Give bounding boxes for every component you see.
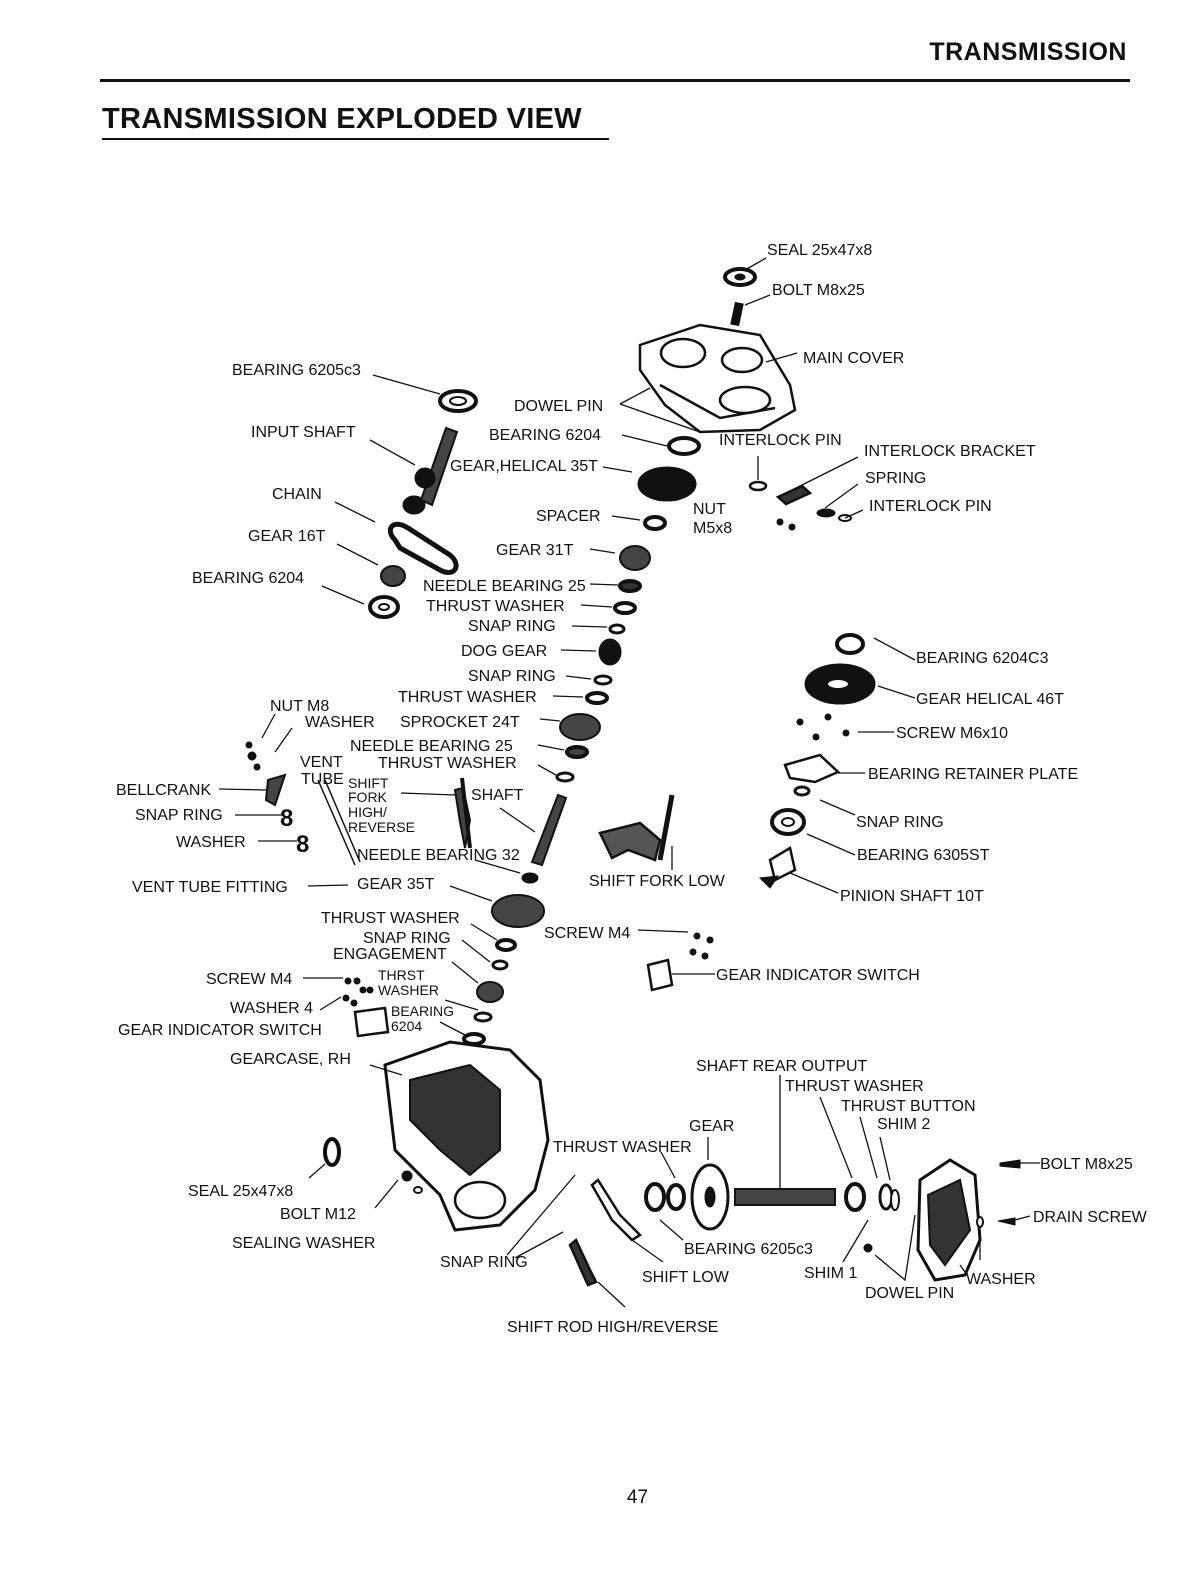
label-shift: SHIFT [348, 775, 389, 791]
label-vent-tube-fitting: VENT TUBE FITTING [132, 879, 288, 896]
label-gear-helical-35t: GEAR,HELICAL 35T [450, 458, 598, 475]
label-snap-ring-2: SNAP RING [468, 668, 556, 685]
label-dowel-pin-top: DOWEL PIN [514, 398, 603, 415]
label-spring: SPRING [865, 470, 926, 487]
label-tube: TUBE [301, 771, 344, 788]
title-underline [102, 138, 609, 140]
label-main-cover: MAIN COVER [803, 350, 904, 367]
label-shift-fork-low: SHIFT FORK LOW [589, 873, 726, 890]
label-gear-indicator-switch-left: GEAR INDICATOR SWITCH [118, 1022, 322, 1039]
label-washer-thrst: WASHER [378, 982, 439, 998]
label-6204-small: 6204 [391, 1018, 422, 1034]
label-screw-m6x10: SCREW M6x10 [896, 725, 1008, 742]
callout-labels: SEAL 25x47x8 BOLT M8x25 MAIN COVER BEARI… [116, 242, 1148, 1336]
label-snap-ring-1: SNAP RING [468, 618, 556, 635]
label-shaft-rear-output: SHAFT REAR OUTPUT [696, 1058, 868, 1075]
label-snap-ring-left: SNAP RING [135, 807, 223, 824]
label-interlock-pin-top: INTERLOCK PIN [719, 432, 842, 449]
label-bolt-m8x25-top: BOLT M8x25 [772, 282, 865, 299]
label-needle-bearing-25-mid: NEEDLE BEARING 25 [350, 738, 513, 755]
label-needle-bearing-32: NEEDLE BEARING 32 [357, 847, 520, 864]
label-snap-ring-bottom: SNAP RING [440, 1254, 528, 1271]
svg-text:8: 8 [296, 831, 309, 858]
label-screw-m4-left: SCREW M4 [206, 971, 292, 988]
label-gear-35t: GEAR 35T [357, 876, 435, 893]
leader-lines [218, 257, 1040, 1308]
label-bearing-6204c3: BEARING 6204C3 [916, 650, 1049, 667]
label-thrust-washer-1: THRUST WASHER [426, 598, 565, 615]
label-gear-16t: GEAR 16T [248, 528, 326, 545]
label-spacer: SPACER [536, 508, 601, 525]
label-sealing-washer: SEALING WASHER [232, 1235, 375, 1252]
label-bearing-retainer-plate: BEARING RETAINER PLATE [868, 766, 1078, 783]
label-thrust-washer-2: THRUST WASHER [398, 689, 537, 706]
label-seal-25x47x8-bottom: SEAL 25x47x8 [188, 1183, 293, 1200]
label-input-shaft: INPUT SHAFT [251, 424, 356, 441]
label-pinion-shaft-10t: PINION SHAFT 10T [840, 888, 984, 905]
section-header: TRANSMISSION [929, 38, 1127, 66]
svg-text:8: 8 [280, 805, 293, 832]
label-bearing-6305st: BEARING 6305ST [857, 847, 990, 864]
label-gear-rear: GEAR [689, 1118, 734, 1135]
label-bolt-m12: BOLT M12 [280, 1206, 356, 1223]
label-bearing-6204-top: BEARING 6204 [489, 427, 601, 444]
label-bearing-small: BEARING [391, 1003, 454, 1019]
label-reverse: REVERSE [348, 819, 415, 835]
label-nut-m8: NUT M8 [270, 698, 329, 715]
label-shim-2: SHIM 2 [877, 1116, 930, 1133]
label-bearing-6205c3-bottom: BEARING 6205c3 [684, 1241, 813, 1258]
label-gear-helical-46t: GEAR HELICAL 46T [916, 691, 1064, 708]
label-thrst: THRST [378, 967, 425, 983]
label-interlock-pin-right: INTERLOCK PIN [869, 498, 992, 515]
label-shaft: SHAFT [471, 787, 524, 804]
label-washer-4: WASHER 4 [230, 1000, 313, 1017]
label-bolt-m8x25-right: BOLT M8x25 [1040, 1156, 1133, 1173]
header-rule [100, 79, 1130, 82]
label-dog-gear: DOG GEAR [461, 643, 547, 660]
label-drain-screw: DRAIN SCREW [1033, 1209, 1148, 1226]
label-shift-rod-high-reverse: SHIFT ROD HIGH/REVERSE [507, 1319, 718, 1336]
label-shim-1: SHIM 1 [804, 1265, 857, 1282]
label-bellcrank: BELLCRANK [116, 782, 211, 799]
label-thrust-washer-5: THRUST WASHER [785, 1078, 924, 1095]
label-washer-left-2: WASHER [176, 834, 246, 851]
label-thrust-button: THRUST BUTTON [841, 1098, 976, 1115]
label-needle-bearing-25-top: NEEDLE BEARING 25 [423, 578, 586, 595]
label-chain: CHAIN [272, 486, 322, 503]
label-high: HIGH/ [348, 804, 387, 820]
page-number: 47 [626, 1487, 649, 1508]
label-seal-25x47x8-top: SEAL 25x47x8 [767, 242, 872, 259]
part-graphics: 8 8 [245, 267, 1021, 1287]
label-dowel-pin-bottom: DOWEL PIN [865, 1285, 954, 1302]
label-washer-bottom-right: WASHER [966, 1271, 1036, 1288]
page-title: TRANSMISSION EXPLODED VIEW [102, 103, 582, 135]
label-gearcase-rh: GEARCASE, RH [230, 1051, 351, 1068]
label-fork: FORK [348, 789, 388, 805]
label-m5x8: M5x8 [693, 520, 732, 537]
label-snap-ring-right: SNAP RING [856, 814, 944, 831]
label-shift-low: SHIFT LOW [642, 1269, 730, 1286]
label-nut: NUT [693, 501, 726, 518]
label-screw-m4-right: SCREW M4 [544, 925, 630, 942]
label-thrust-washer-3: THRUST WASHER [378, 755, 517, 772]
label-bearing-6204-left: BEARING 6204 [192, 570, 304, 587]
label-thrust-washer-4: THRUST WASHER [321, 910, 460, 927]
label-bearing-6205c3-left: BEARING 6205c3 [232, 362, 361, 379]
label-thrust-washer-6: THRUST WASHER [553, 1139, 692, 1156]
label-interlock-bracket: INTERLOCK BRACKET [864, 443, 1036, 460]
label-sprocket-24t: SPROCKET 24T [400, 714, 520, 731]
label-gear-indicator-switch-right: GEAR INDICATOR SWITCH [716, 967, 920, 984]
label-vent: VENT [300, 754, 343, 771]
label-washer-left: WASHER [305, 714, 375, 731]
label-engagement: ENGAGEMENT [333, 946, 447, 963]
label-gear-31t: GEAR 31T [496, 542, 574, 559]
label-snap-ring-3: SNAP RING [363, 930, 451, 947]
